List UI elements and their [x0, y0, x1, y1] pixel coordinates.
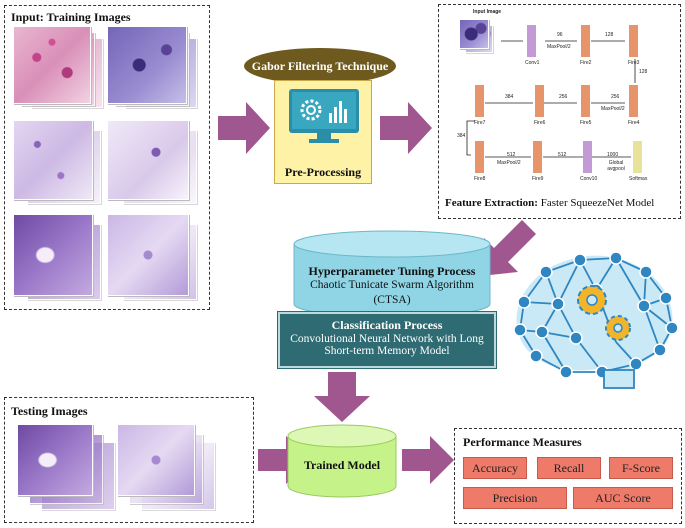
layer-fire9 — [533, 141, 542, 173]
edge-label: 512 — [507, 152, 516, 158]
testing-title: Testing Images — [11, 404, 88, 418]
metric-recall: Recall — [537, 457, 601, 479]
layer-label: Conv1 — [525, 60, 540, 66]
training-image — [13, 120, 93, 200]
classify-line1: Convolutional Neural Network with Long — [290, 333, 484, 345]
edge-label: 128 — [639, 69, 648, 75]
layer-fire3 — [629, 25, 638, 57]
trained-label: Trained Model — [303, 458, 381, 472]
arrow-down-icon — [314, 372, 370, 422]
performance-title: Performance Measures — [463, 435, 582, 449]
global-avgpool-label: Global avgpool — [607, 160, 625, 172]
classify-line2: Short-term Memory Model — [324, 345, 450, 357]
input-image-label: Input Image — [473, 9, 502, 15]
brain-network-icon — [513, 251, 679, 389]
hyper-line1: Chaotic Tunicate Swarm Algorithm — [310, 279, 474, 291]
layer-fire5 — [581, 85, 590, 117]
metric-auc-score: AUC Score — [573, 487, 673, 509]
preprocessing-caption: Pre-Processing — [284, 165, 362, 179]
pool-label: MaxPool/2 — [497, 160, 521, 166]
edge-label: 384 — [457, 133, 466, 139]
layer-conv1 — [527, 25, 536, 57]
edge-label: 128 — [605, 32, 614, 38]
layer-label: Fire8 — [474, 176, 486, 182]
performance-panel: Performance Measures Accuracy Recall F-S… — [454, 428, 682, 524]
arrow-right-icon — [218, 102, 270, 154]
hyper-title: Hyperparameter Tuning Process — [308, 264, 476, 278]
gear-icon — [605, 315, 631, 341]
arrow-right-icon — [380, 102, 432, 154]
layer-label: Fire5 — [580, 120, 592, 126]
feature-title-bold: Feature Extraction: — [445, 197, 538, 209]
layer-label: Fire6 — [534, 120, 546, 126]
testing-panel: Testing Images — [4, 397, 254, 523]
edge-label: 384 — [505, 94, 514, 100]
metric-precision: Precision — [463, 487, 567, 509]
squeezenet-diagram — [466, 40, 636, 158]
layer-fire7 — [475, 85, 484, 117]
metric-f-score: F-Score — [609, 457, 673, 479]
layer-fire4 — [629, 85, 638, 117]
feature-title-rest: Faster SqueezeNet Model — [537, 197, 655, 209]
layer-label: Fire9 — [532, 176, 544, 182]
training-image — [13, 214, 93, 296]
training-panel: Input: Training Images — [4, 5, 210, 310]
gear-icon — [577, 285, 607, 315]
edge-label: 256 — [611, 94, 620, 100]
layer-conv10 — [583, 141, 592, 173]
hyperparameter-cylinder — [293, 230, 491, 318]
layer-label: Softmax — [629, 176, 648, 182]
edge-label: 96 — [557, 32, 563, 38]
input-image — [459, 19, 489, 49]
gabor-header: Gabor Filtering Technique — [244, 48, 396, 84]
classify-title: Classification Process — [331, 318, 443, 332]
arrow-right-icon — [402, 436, 454, 484]
feature-panel: Input Image Conv1 Fire2 Fire3 Fire4 Fire… — [438, 4, 681, 219]
trained-model-cylinder — [287, 424, 397, 498]
feature-title: Feature Extraction: Faster SqueezeNet Mo… — [445, 197, 654, 209]
edge-label: 1000 — [607, 152, 619, 158]
training-image — [13, 26, 91, 104]
layer-fire6 — [535, 85, 544, 117]
edge-label: 256 — [559, 94, 568, 100]
classification-box: Classification Process Convolutional Neu… — [277, 311, 497, 369]
testing-image — [17, 424, 93, 496]
testing-image — [117, 424, 195, 496]
layer-label: Conv10 — [580, 176, 598, 182]
metric-accuracy: Accuracy — [463, 457, 527, 479]
layer-label: Fire2 — [580, 60, 592, 66]
pool-label: MaxPool/2 — [547, 44, 571, 50]
hyper-line2: (CTSA) — [373, 294, 411, 306]
layer-fire8 — [475, 141, 484, 173]
layer-fire2 — [581, 25, 590, 57]
gabor-title: Gabor Filtering Technique — [251, 58, 389, 73]
monitor-gear-icon — [289, 89, 359, 143]
training-image — [107, 214, 189, 296]
preprocessing-box: Pre-Processing — [274, 80, 372, 184]
layer-label: Fire3 — [628, 60, 640, 66]
training-image — [107, 26, 187, 104]
training-title: Input: Training Images — [11, 10, 131, 24]
layer-softmax — [633, 141, 642, 173]
layer-label: Fire7 — [474, 120, 486, 126]
arrow-diagonal-icon — [480, 220, 536, 276]
edge-label: 512 — [558, 152, 567, 158]
training-image — [107, 120, 189, 200]
pool-label: MaxPool/2 — [601, 106, 625, 112]
layer-label: Fire4 — [628, 120, 640, 126]
